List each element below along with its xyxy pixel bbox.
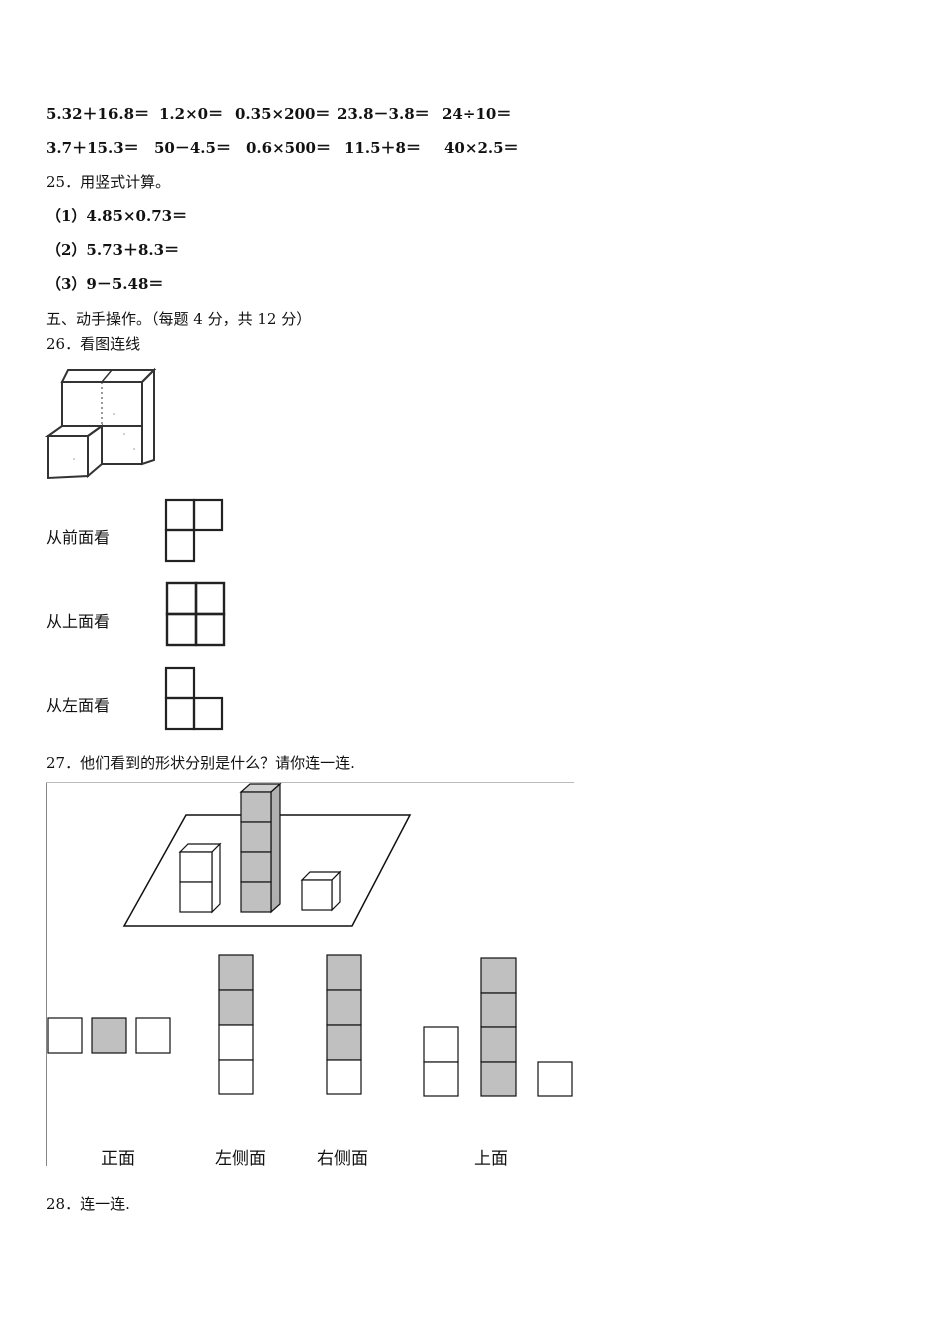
calc-item: 40×2.5＝ xyxy=(444,139,519,157)
section-5-title: 五、动手操作。（每题 4 分，共 12 分） xyxy=(46,310,312,328)
caption-left-side: 左侧面 xyxy=(215,1149,266,1169)
calc-row-1: 5.32＋16.8＝ 1.2×0＝ 0.35×200＝ 23.8－3.8＝ 24… xyxy=(46,103,566,123)
q26-3d-object xyxy=(44,367,157,480)
q27-figure: 正面 左侧面 右侧面 上面 xyxy=(46,782,574,1169)
calc-item: 0.35×200＝ xyxy=(235,105,331,123)
q27-scene xyxy=(46,782,574,1166)
view-shape-square-2x2[interactable] xyxy=(164,581,226,647)
view-label-left: 从左面看 xyxy=(46,696,111,715)
calc-item: 1.2×0＝ xyxy=(159,105,224,123)
calc-item: 50－4.5＝ xyxy=(154,139,231,157)
calc-row-2: 3.7＋15.3＝ 50－4.5＝ 0.6×500＝ 11.5＋8＝ 40×2.… xyxy=(46,137,566,157)
calc-item: 23.8－3.8＝ xyxy=(337,105,430,123)
q25-item-3: （3）9－5.48＝ xyxy=(46,275,164,293)
q26-title: 26．看图连线 xyxy=(46,335,141,353)
q28-title: 28．连一连. xyxy=(46,1195,130,1213)
q25-item-1: （1）4.85×0.73＝ xyxy=(46,207,188,225)
view-label-top: 从上面看 xyxy=(46,612,111,631)
caption-top: 上面 xyxy=(474,1149,508,1169)
calc-item: 0.6×500＝ xyxy=(246,139,331,157)
view-shape-l-upper[interactable] xyxy=(164,498,224,564)
view-shape-l-lower[interactable] xyxy=(164,666,224,732)
q27-title: 27．他们看到的形状分别是什么？请你连一连. xyxy=(46,754,355,772)
caption-right-side: 右侧面 xyxy=(317,1149,368,1169)
q25-title: 25．用竖式计算。 xyxy=(46,173,171,191)
calc-item: 5.32＋16.8＝ xyxy=(46,105,150,123)
caption-front: 正面 xyxy=(101,1149,135,1169)
view-label-front: 从前面看 xyxy=(46,528,111,547)
calc-item: 11.5＋8＝ xyxy=(344,139,421,157)
q25-item-2: （2）5.73＋8.3＝ xyxy=(46,241,180,259)
calc-item: 24÷10＝ xyxy=(442,105,512,123)
calc-item: 3.7＋15.3＝ xyxy=(46,139,139,157)
